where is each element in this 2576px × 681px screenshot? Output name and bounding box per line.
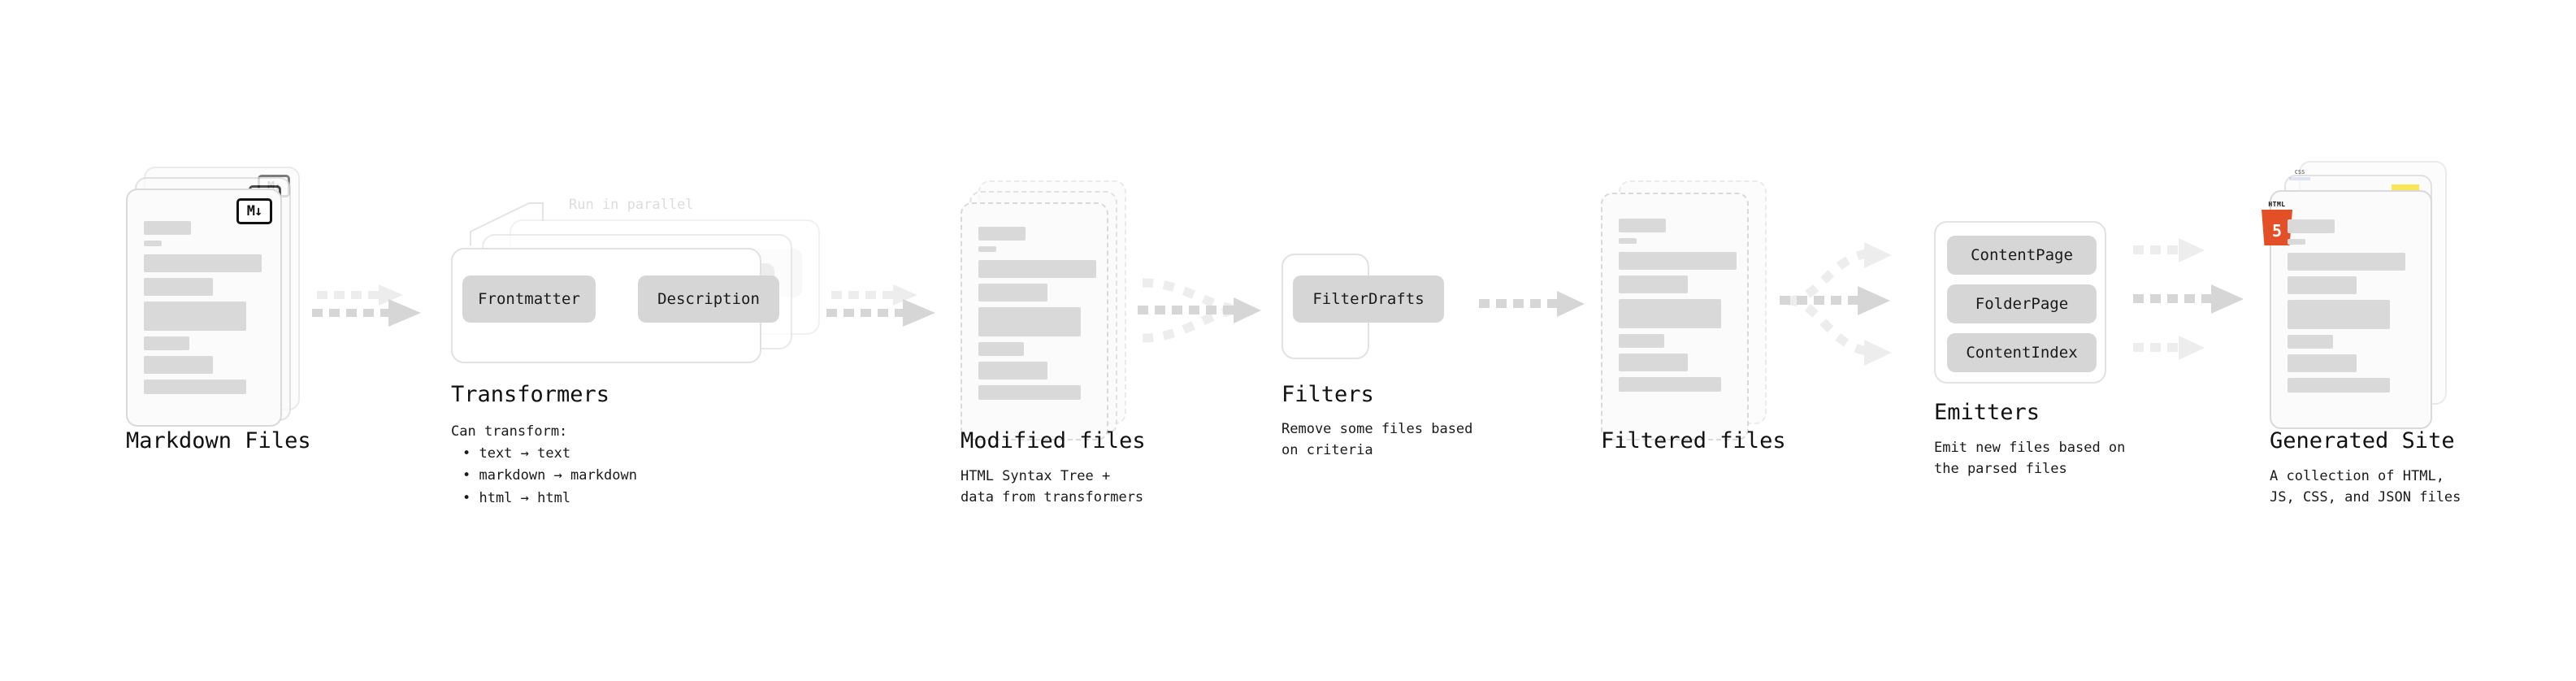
skeleton-bar	[2288, 300, 2390, 329]
page-title-emitters: Emitters	[1934, 400, 2040, 425]
html5-badge: HTML 5	[2262, 201, 2292, 245]
doc-front	[1601, 193, 1749, 440]
skeleton-bar	[2288, 335, 2333, 349]
doc-front-html: HTML 5	[2262, 190, 2432, 429]
skeleton-bar	[2288, 276, 2357, 294]
page-title-markdown-files: Markdown Files	[126, 428, 311, 453]
skeleton-bar	[2288, 239, 2305, 245]
skeleton-bar	[978, 385, 1081, 400]
skeleton-bar	[1619, 354, 1688, 371]
doc-front	[961, 202, 1108, 440]
page-title-filtered-files: Filtered files	[1601, 428, 1786, 453]
run-in-parallel-note: Run in parallel	[569, 197, 694, 213]
skeleton-bar	[1619, 238, 1637, 244]
html5-badge-shield	[2262, 210, 2292, 245]
page-title-transformers: Transformers	[451, 382, 610, 407]
page-title-modified-files: Modified files	[961, 428, 1146, 453]
doc-front: M↓	[126, 189, 282, 427]
modified-files-description: HTML Syntax Tree + data from transformer…	[961, 468, 1144, 506]
skeleton-bar	[1619, 334, 1664, 348]
skeleton-bar	[978, 362, 1047, 380]
pill-description[interactable]: Description	[638, 275, 779, 323]
skeleton-bar	[144, 380, 246, 394]
flow-arrow-1	[312, 284, 421, 327]
modified-files-stack	[961, 180, 1135, 440]
emitters-description: Emit new files based on the parsed files	[1934, 440, 2126, 478]
skeleton-bar	[2288, 253, 2405, 271]
html5-badge-label: 5	[2271, 221, 2283, 241]
transformers-bullet: • markdown → markdown	[462, 467, 637, 484]
skeleton-bar	[144, 356, 213, 374]
pill-filterdrafts[interactable]: FilterDrafts	[1293, 275, 1444, 323]
pill-folderpage[interactable]: FolderPage	[1947, 284, 2097, 323]
generated-site-description: A collection of HTML, JS, CSS, and JSON …	[2270, 468, 2461, 506]
html5-badge-cap: HTML	[2268, 201, 2286, 208]
flow-arrow-5-branching	[1780, 242, 1892, 366]
page-title-generated-site: Generated Site	[2270, 428, 2455, 453]
skeleton-bar	[978, 307, 1081, 336]
flow-arrow-2	[826, 284, 935, 327]
skeleton-bar	[2288, 354, 2357, 372]
skeleton-bar	[2288, 219, 2335, 233]
transformers-bullet: • html → html	[462, 489, 571, 506]
transformers-description: Can transform: • text → text • markdown …	[451, 421, 637, 510]
skeleton-bar	[978, 246, 996, 252]
skeleton-bar	[978, 260, 1096, 278]
markdown-badge: M↓	[236, 198, 272, 224]
skeleton-bar	[144, 221, 191, 235]
skeleton-bar	[144, 278, 213, 296]
filters-group: FilterDrafts	[1281, 254, 1444, 359]
skeleton-bar	[144, 336, 189, 350]
skeleton-bar	[144, 241, 162, 246]
transformers-bullet: • text → text	[462, 445, 571, 462]
pill-contentindex[interactable]: ContentIndex	[1947, 333, 2097, 372]
css-badge-label: CSS	[2294, 169, 2305, 176]
skeleton-bar	[144, 301, 246, 331]
flow-arrow-6	[2133, 238, 2244, 360]
filters-description: Remove some files based on criteria	[1281, 421, 1473, 459]
parallel-leader-line	[470, 202, 544, 245]
skeleton-bar	[2288, 378, 2390, 393]
skeleton-bar	[978, 342, 1024, 356]
flow-arrow-4	[1479, 291, 1585, 317]
transformers-group: Run in parallel Frontmatter Description	[451, 195, 825, 363]
skeleton-bar	[1619, 377, 1721, 392]
skeleton-bar	[978, 284, 1047, 301]
skeleton-bar	[144, 254, 262, 272]
flow-arrow-3	[1138, 278, 1261, 343]
skeleton-bar	[1619, 219, 1666, 232]
skeleton-bar	[978, 227, 1026, 241]
emitters-group: ContentPage FolderPage ContentIndex	[1934, 221, 2106, 384]
transformer-card-front: Frontmatter Description	[451, 248, 779, 363]
pill-frontmatter[interactable]: Frontmatter	[462, 275, 596, 323]
page-title-filters: Filters	[1281, 382, 1374, 407]
transformers-description-head: Can transform:	[451, 423, 568, 440]
skeleton-bar	[1619, 252, 1737, 270]
skeleton-bar	[1619, 275, 1688, 293]
filtered-files-stack	[1601, 180, 1776, 440]
skeleton-bar	[1619, 299, 1721, 328]
markdown-files-stack: M↓ M↓ M↓	[126, 167, 301, 427]
generated-site-stack: CSS HTML 5	[2262, 161, 2448, 429]
pill-contentpage[interactable]: ContentPage	[1947, 236, 2097, 275]
